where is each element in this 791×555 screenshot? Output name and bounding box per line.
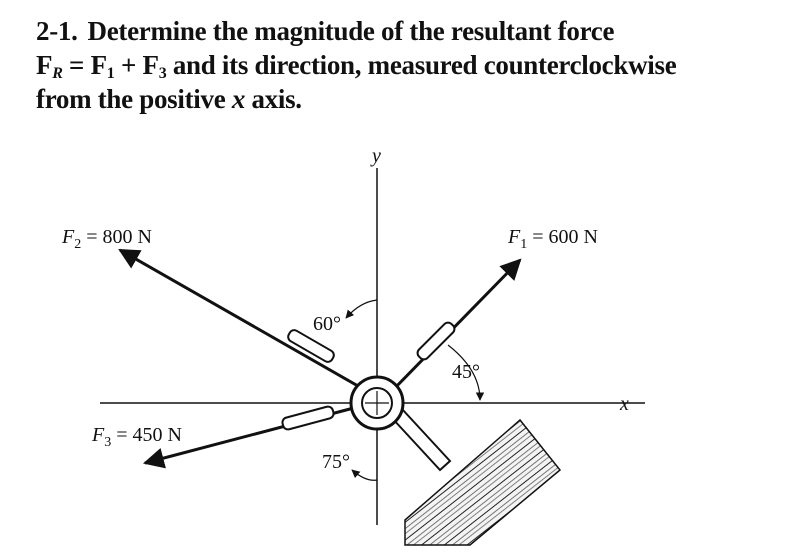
plus-sign: +: [120, 50, 137, 80]
f1-turnbuckle: [416, 321, 456, 361]
bracket-arm: [390, 407, 452, 472]
problem-line-3: from the positive x axis.: [36, 82, 736, 116]
problem-line3-post: axis.: [251, 84, 302, 114]
angle-label-f3: 75°: [322, 451, 350, 473]
f2-arrow: [118, 248, 366, 392]
x-axis-label: x: [619, 393, 629, 415]
wall-support: [404, 418, 562, 546]
f1-label: F1 = 600 N: [507, 226, 598, 252]
f1-subscript: 1: [106, 65, 115, 82]
f1-arrow: [388, 258, 522, 395]
equals-sign: =: [69, 50, 85, 80]
f3-label: F3 = 450 N: [91, 424, 182, 450]
f3-turnbuckle: [281, 405, 335, 431]
y-axis-label: y: [370, 145, 381, 167]
f3-subscript: 3: [158, 65, 167, 82]
angle-label-f2: 60°: [313, 313, 341, 335]
fr-subscript: R: [52, 65, 63, 82]
angle-label-f1: 45°: [452, 361, 480, 383]
problem-number: 2-1.: [36, 16, 78, 46]
f2-turnbuckle: [287, 329, 335, 363]
f1-symbol: F: [90, 50, 108, 80]
fr-symbol: F: [36, 50, 53, 80]
problem-line3-pre: from the positive: [36, 84, 226, 114]
f2-label: F2 = 800 N: [61, 226, 152, 252]
angle-arc-f3: [351, 469, 378, 481]
angle-arc-f1: [447, 344, 485, 401]
f3-symbol: F: [142, 50, 159, 80]
problem-line-1: 2-1. Determine the magnitude of the resul…: [36, 14, 736, 48]
problem-line2-text: and its direction, measured counterclock…: [172, 50, 677, 80]
problem-line1-text: Determine the magnitude of the resultant…: [87, 16, 615, 46]
x-variable: x: [231, 84, 246, 114]
angle-arc-f2: [345, 299, 378, 319]
problem-statement: 2-1. Determine the magnitude of the resul…: [36, 14, 736, 116]
problem-line-2: FR = F1 + F3 and its direction, measured…: [36, 48, 736, 82]
